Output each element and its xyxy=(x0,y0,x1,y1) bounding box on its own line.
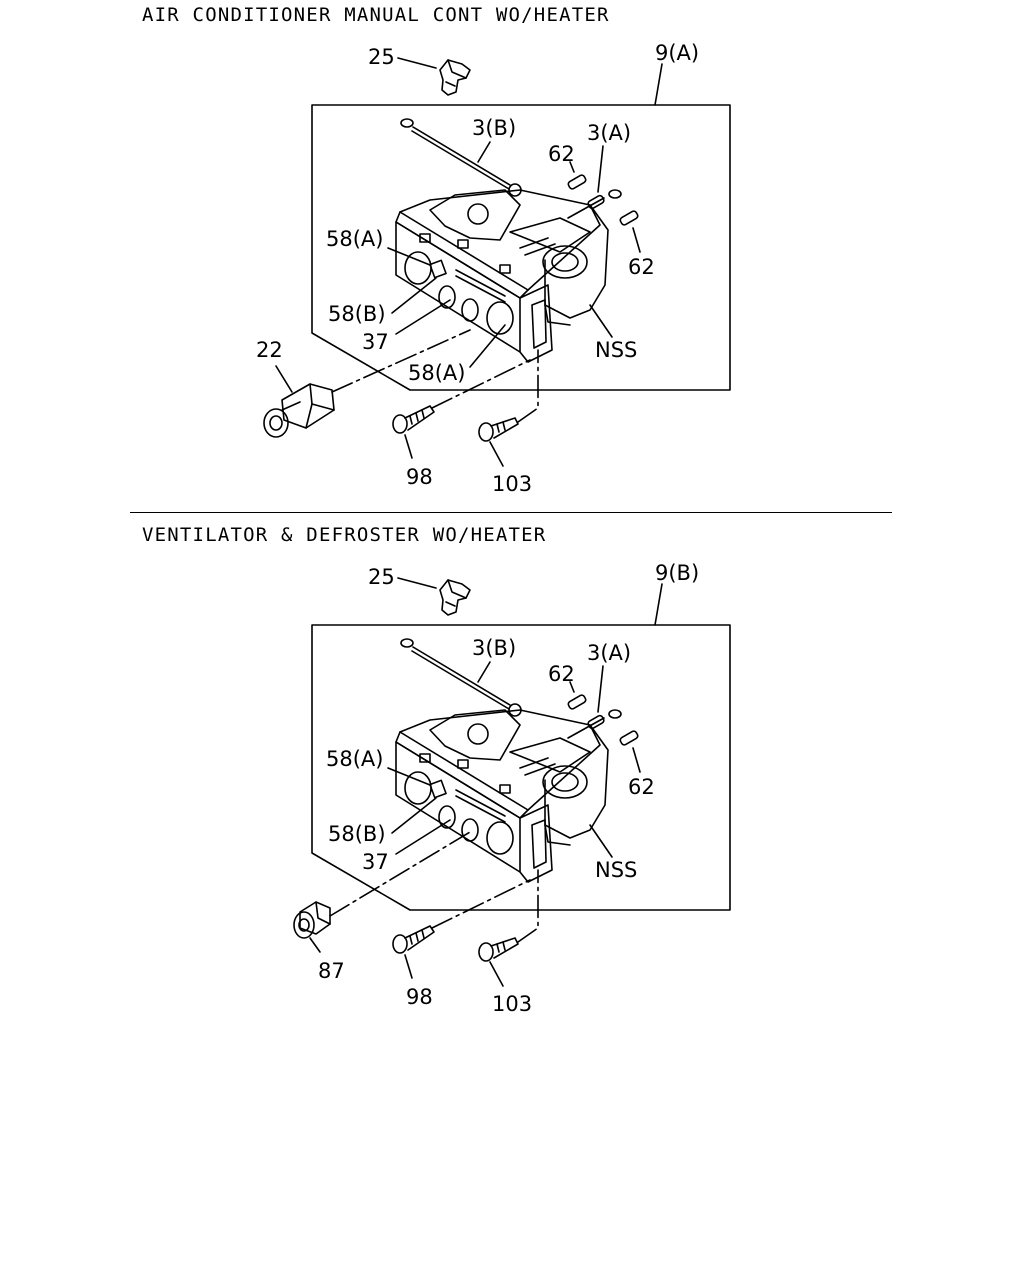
diagram-ventilator-defroster: 9(B) 25 3(B) 3(A) 62 62 58(A) 58(B) 37 N… xyxy=(293,561,731,1016)
assembly-outline xyxy=(311,624,731,911)
pin-62-part-upper xyxy=(567,174,587,190)
screw-98-part xyxy=(392,925,435,954)
label-58a-bottom: 58(A) xyxy=(408,361,465,385)
clip-25-part xyxy=(439,59,471,96)
label-103: 103 xyxy=(492,992,532,1016)
label-62-upper: 62 xyxy=(548,142,575,166)
label-62-lower: 62 xyxy=(628,255,655,279)
cable-3b-part xyxy=(400,118,522,197)
clip-25-part xyxy=(439,579,471,616)
pin-62-part-lower xyxy=(619,210,639,226)
label-37: 37 xyxy=(362,850,389,874)
label-37: 37 xyxy=(362,330,389,354)
label-3a: 3(A) xyxy=(587,641,631,665)
cable-3b-part xyxy=(400,638,522,717)
label-58a-top: 58(A) xyxy=(326,747,383,771)
label-58a-top: 58(A) xyxy=(326,227,383,251)
label-25: 25 xyxy=(368,45,395,69)
diagram-ac-manual-control: 9(A) 25 3(B) 3(A) 62 62 58(A) 58(B) 37 5… xyxy=(256,41,731,496)
label-22: 22 xyxy=(256,338,283,362)
label-62-lower: 62 xyxy=(628,775,655,799)
label-3b: 3(B) xyxy=(472,116,516,140)
pin-62-part-upper xyxy=(567,694,587,710)
pin-62-part-lower xyxy=(619,730,639,746)
label-98: 98 xyxy=(406,465,433,489)
screw-103-part xyxy=(478,937,519,962)
control-panel-body xyxy=(395,189,609,363)
label-nss: NSS xyxy=(595,858,637,882)
label-103: 103 xyxy=(492,472,532,496)
label-9a: 9(A) xyxy=(655,41,699,65)
cable-3a-part xyxy=(567,709,622,739)
label-98: 98 xyxy=(406,985,433,1009)
section-title-ventilator: VENTILATOR & DEFROSTER WO/HEATER xyxy=(142,524,547,546)
label-3b: 3(B) xyxy=(472,636,516,660)
section-title-ac-manual: AIR CONDITIONER MANUAL CONT WO/HEATER xyxy=(142,4,610,26)
screw-103-part xyxy=(478,417,519,442)
label-25: 25 xyxy=(368,565,395,589)
label-58b: 58(B) xyxy=(328,302,386,326)
label-9b: 9(B) xyxy=(655,561,699,585)
screw-98-part xyxy=(392,405,435,434)
label-62-upper: 62 xyxy=(548,662,575,686)
section-divider xyxy=(130,512,892,513)
label-58b: 58(B) xyxy=(328,822,386,846)
label-87: 87 xyxy=(318,959,345,983)
label-nss: NSS xyxy=(595,338,637,362)
switch-22-part xyxy=(263,383,335,438)
cable-3a-part xyxy=(567,189,622,219)
cap-87-part xyxy=(293,901,331,939)
control-panel-body xyxy=(395,709,609,883)
assembly-outline xyxy=(311,104,731,391)
label-3a: 3(A) xyxy=(587,121,631,145)
